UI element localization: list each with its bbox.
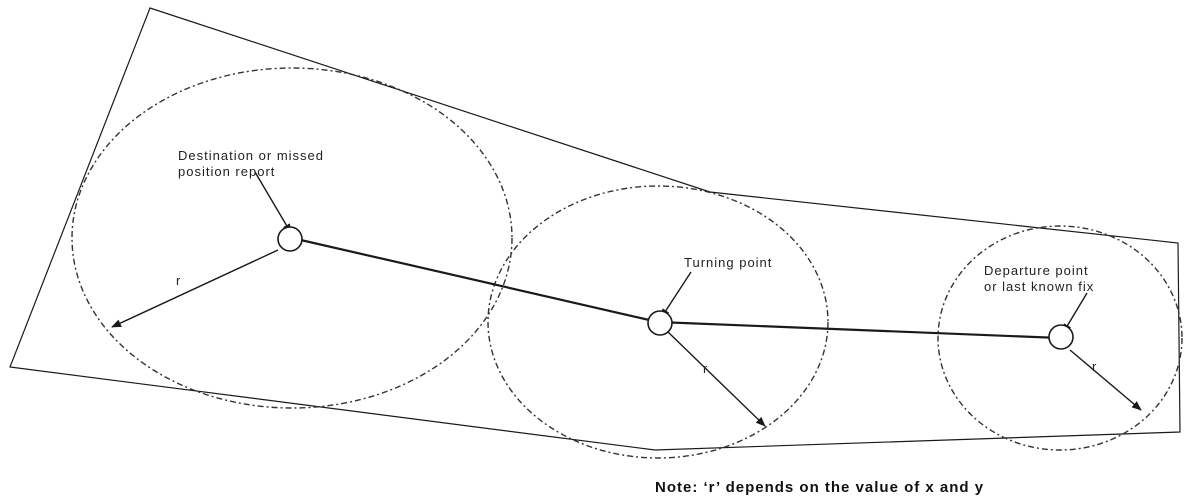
departure-circle	[937, 225, 1183, 451]
destination-circle	[71, 67, 513, 409]
radius-arrow-turning	[667, 331, 766, 427]
radius-label-departure: r	[1092, 359, 1097, 374]
radius-label-turning: r	[703, 361, 708, 376]
destination-label-line2: position report	[178, 164, 275, 179]
radius-label-destination: r	[176, 273, 181, 288]
footnote: Note: ‘r’ depends on the value of x and …	[655, 479, 984, 496]
radius-arrow-departure	[1069, 349, 1142, 411]
search-area-boundary	[9, 7, 1181, 451]
route-line	[291, 236, 1061, 340]
departure-label-line2: or last known fix	[984, 279, 1094, 294]
pointer-arrow-turning	[660, 271, 692, 319]
destination-label-line1: Destination or missed	[178, 148, 324, 163]
turning-point-label: Turning point	[684, 255, 772, 270]
departure-marker	[1048, 324, 1074, 350]
departure-label-line1: Departure point	[984, 263, 1089, 278]
pointer-arrow-destination	[254, 171, 292, 234]
turning-point-circle	[487, 185, 829, 459]
turning-point-marker	[647, 310, 673, 336]
radius-arrow-destination	[111, 249, 279, 328]
destination-marker	[277, 226, 303, 252]
